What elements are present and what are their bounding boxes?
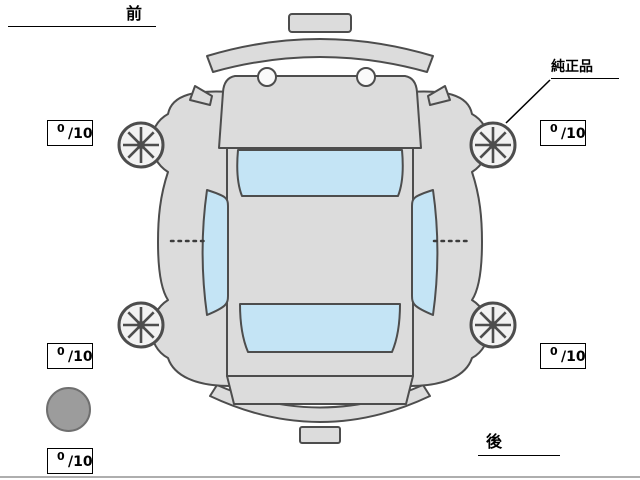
front-left-wheel: [117, 121, 165, 169]
tread-score-denominator: /10: [68, 126, 93, 142]
tread-score-value: 0: [57, 122, 65, 135]
genuine-part-label: 純正品: [551, 59, 619, 79]
tread-score-value: 0: [550, 345, 558, 358]
tread-score-value: 0: [550, 122, 558, 135]
tread-score-rear-right: 0 /10: [540, 343, 586, 369]
tread-score-denominator: /10: [68, 454, 93, 470]
rear-plate: [299, 426, 341, 444]
left-mirror: [189, 85, 213, 106]
rear-window: [239, 303, 401, 353]
hood-circle-right: [356, 67, 376, 87]
tread-score-front-left: 0 /10: [47, 120, 93, 146]
tread-score-front-right: 0 /10: [540, 120, 586, 146]
windshield: [236, 149, 404, 197]
rear-underline: [478, 455, 560, 456]
bottom-border-line: [0, 476, 640, 478]
tread-score-value: 0: [57, 345, 65, 358]
genuine-part-pointer-line: [505, 79, 551, 124]
tread-score-denominator: /10: [561, 126, 586, 142]
right-mirror: [427, 85, 451, 106]
tread-score-denominator: /10: [561, 349, 586, 365]
tread-score-value: 0: [57, 450, 65, 463]
tread-score-spare: 0 /10: [47, 448, 93, 474]
trunk: [226, 375, 414, 405]
left-side-window: [201, 189, 229, 316]
tread-score-denominator: /10: [68, 349, 93, 365]
front-bumper: [206, 38, 434, 73]
front-plate: [288, 13, 352, 33]
spare-tire-icon: [46, 387, 91, 432]
front-underline: [8, 26, 156, 27]
rear-right-wheel: [469, 301, 517, 349]
front-right-wheel: [469, 121, 517, 169]
front-direction-label: 前: [126, 4, 143, 23]
hood: [218, 75, 422, 149]
tread-score-rear-left: 0 /10: [47, 343, 93, 369]
rear-left-wheel: [117, 301, 165, 349]
right-side-window: [411, 189, 439, 316]
rear-direction-label: 後: [486, 432, 503, 451]
hood-circle-left: [257, 67, 277, 87]
